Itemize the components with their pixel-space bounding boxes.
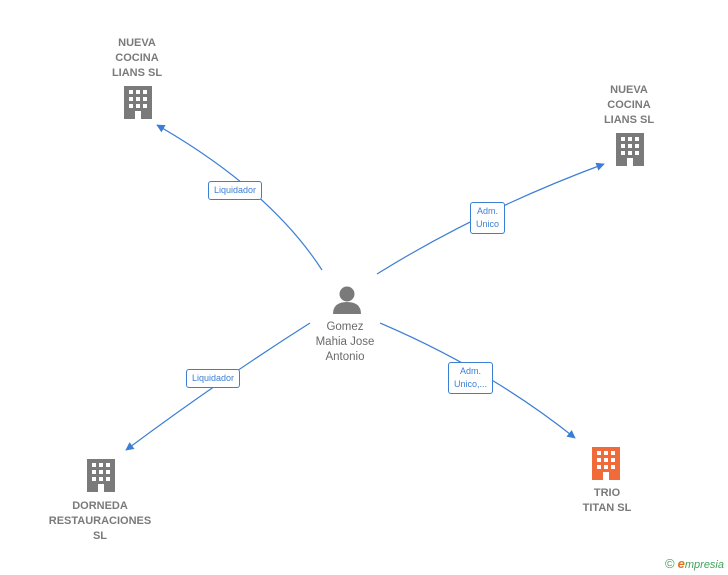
brand-logo-text: mpresia (684, 559, 724, 571)
edge-label-bottom-right: Adm. Unico,... (448, 362, 494, 394)
copyright-icon: © (665, 556, 675, 571)
edge-label-top-right: Adm. Unico (470, 202, 506, 234)
footer-brand: ©empresia (665, 556, 724, 571)
edge-label-top-left: Liquidador (208, 181, 263, 200)
building-icon[interactable] (616, 133, 644, 166)
company-label-bottom-left[interactable]: DORNEDA RESTAURACIONES SL (48, 500, 152, 542)
building-icon[interactable] (592, 447, 620, 480)
building-icon[interactable] (124, 86, 152, 119)
brand-logo-initial: e (677, 556, 685, 571)
edge-label-bottom-left: Liquidador (186, 369, 241, 388)
building-icon[interactable] (87, 459, 115, 492)
company-label-top-right[interactable]: NUEVA COCINA LIANS SL (603, 84, 655, 126)
company-label-bottom-right[interactable]: TRIO TITAN SL (582, 487, 632, 514)
person-icon[interactable] (333, 286, 361, 315)
company-label-top-left[interactable]: NUEVA COCINA LIANS SL (111, 37, 163, 79)
person-label[interactable]: Gomez Mahia Jose Antonio (315, 321, 375, 363)
